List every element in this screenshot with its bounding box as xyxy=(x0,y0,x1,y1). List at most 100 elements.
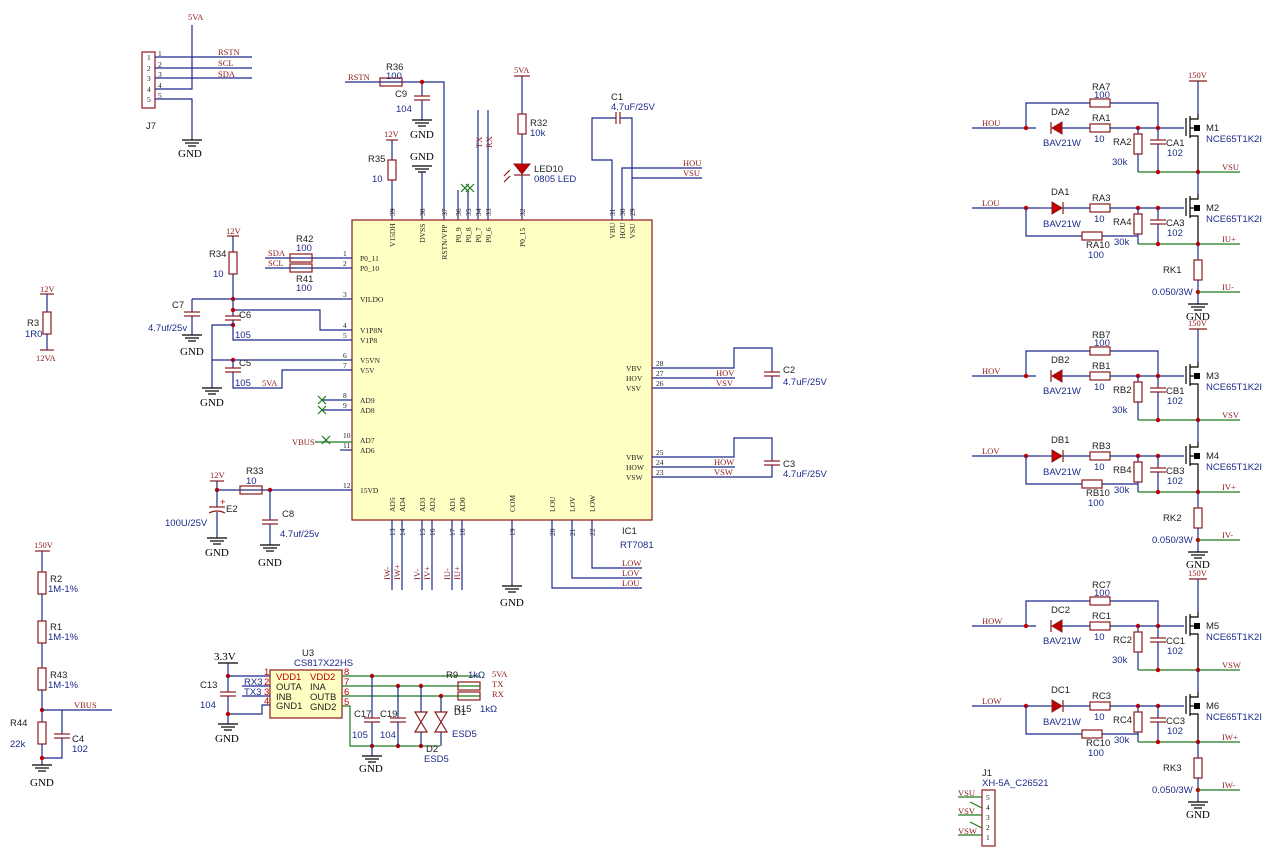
bridge-w-mos-hi-part: NCE65T1K2I xyxy=(1206,632,1262,643)
bridge-v-r-hi-top-ref: RB7 xyxy=(1092,330,1110,341)
ic1-pin-26-name: VSV xyxy=(626,384,642,393)
c9-val: 104 xyxy=(396,104,412,115)
15vd-supply: 12V R33 10 + GND E2 100U/25V GND C8 4.7u… xyxy=(165,466,352,569)
bridge-w-c-hi-ref: CC1 xyxy=(1166,636,1185,647)
ic1-pin-13-name: AD5 xyxy=(388,497,397,512)
c5-gnd-label: GND xyxy=(200,397,224,409)
ic1-pin-4-num: 4 xyxy=(343,321,347,330)
u3-pin-4-name: GND1 xyxy=(276,701,302,712)
j1-pin-3: 3 xyxy=(986,813,990,822)
u3-gnd-left-label: GND xyxy=(215,733,239,745)
c19-val: 104 xyxy=(380,730,396,741)
bridge-u-d-hi-val: BAV21W xyxy=(1043,138,1081,149)
c17-ref: C17 xyxy=(354,709,371,720)
c2-ref: C2 xyxy=(783,365,795,376)
r9-val: 1kΩ xyxy=(468,670,485,681)
u3-pin-3-name: INB xyxy=(276,692,292,703)
bridge-u-mid-label: VSU xyxy=(1222,162,1239,172)
j7-pin-4: 4 xyxy=(147,85,151,94)
c7-ref: C7 xyxy=(172,300,184,311)
bridge-w-mid-label: VSW xyxy=(1222,660,1241,670)
r35-ref: R35 xyxy=(368,154,385,165)
ic1-pin-12-num: 12 xyxy=(343,481,351,490)
bridge-u-c-lo-val: 102 xyxy=(1167,228,1183,239)
rstn-net-label: RSTN xyxy=(348,72,370,82)
c6-ref: C6 xyxy=(239,310,251,321)
r43-ref: R43 xyxy=(50,670,67,681)
bridge-v-c-hi-ref: CB1 xyxy=(1166,386,1184,397)
iv-plus-label: IV+ xyxy=(422,566,432,580)
r3-ref: R3 xyxy=(27,318,39,329)
ad7-vbus-label: VBUS xyxy=(292,437,315,447)
low-out-label: LOW xyxy=(622,558,641,568)
lou-out-label: LOU xyxy=(622,578,639,588)
bridge-v-in-hi-label: HOV xyxy=(982,366,1001,376)
bridge-w-r-hi-ref: RC1 xyxy=(1092,611,1111,622)
r35-val: 10 xyxy=(372,174,383,185)
j7-pin-2: 2 xyxy=(147,64,151,73)
j7-pin-3: 3 xyxy=(147,74,151,83)
bridge-w-i-minus-label: IW- xyxy=(1222,780,1235,790)
c8-val: 4.7uf/25v xyxy=(280,529,319,540)
r43-val: 1M-1% xyxy=(48,680,79,691)
r3-resistor: 12V 12VA R3 1R0 xyxy=(25,284,57,363)
ic1-pin-31-name: VBU xyxy=(608,222,617,238)
ic1-pin-37-name: RSTN/VPP xyxy=(440,225,449,260)
ic1-part: RT7081 xyxy=(620,540,654,551)
r35-resistor: 12V R35 10 xyxy=(368,129,400,220)
bridge-u-r-lo-gs-val: 30k xyxy=(1114,237,1130,248)
r42-val: 100 xyxy=(296,243,312,254)
bridge-w-r-hi-val: 10 xyxy=(1094,632,1105,643)
ic1-pin-6-name: V5VN xyxy=(360,356,381,365)
ic1-pin-28-num: 28 xyxy=(656,359,664,368)
bridge-u-c-hi-val: 102 xyxy=(1167,148,1183,159)
c2-val: 4.7uF/25V xyxy=(783,377,827,388)
r1-val: 1M-1% xyxy=(48,632,79,643)
bridge-u-mos-hi-ref: M1 xyxy=(1206,123,1219,134)
hou-out-label: HOU xyxy=(683,158,701,168)
vsv-out-label: VSV xyxy=(716,378,734,388)
j1-pin-2: 2 xyxy=(986,823,990,832)
ic1-pin-12-name: 15VD xyxy=(360,486,379,495)
vbus-divider: 150V GND VBUS R2 1M-1% R1 1M-1% R43 1M-1… xyxy=(10,540,112,789)
ic1-pin-39-name: V15DH xyxy=(388,223,397,247)
hov-out-label: HOV xyxy=(716,368,735,378)
bridge-w-i-plus-label: IW+ xyxy=(1222,732,1238,742)
bridge-u-i-plus-label: IU+ xyxy=(1222,234,1236,244)
j7-pin-1-outer: 1 xyxy=(158,49,162,58)
u3-gnd-right-label: GND xyxy=(359,763,383,775)
bridge-w-r-lo-ref: RC3 xyxy=(1092,691,1111,702)
r41-scl-label: SCL xyxy=(268,258,284,268)
u3-pin-6-name: OUTB xyxy=(310,692,336,703)
bridge-v-gnd-label: GND xyxy=(1186,559,1210,571)
bridge-u-rk-val: 0.050/3W xyxy=(1152,287,1193,298)
how-out-label: HOW xyxy=(714,457,734,467)
bridge-w-d-hi-val: BAV21W xyxy=(1043,636,1081,647)
u3-pin-5-num: 5 xyxy=(344,697,349,708)
bridge-u-mos-lo-ref: M2 xyxy=(1206,203,1219,214)
r42-sda-label: SDA xyxy=(268,248,286,258)
ic1-pin-39-num: 39 xyxy=(388,208,397,216)
u3-pin-5-name: GND2 xyxy=(310,702,336,713)
d2-ref: D2 xyxy=(426,744,438,755)
u3-pin-2-num: 2 xyxy=(264,677,269,688)
ic1-pin-5-num: 5 xyxy=(343,331,347,340)
bridge-w-d-lo-val: BAV21W xyxy=(1043,717,1081,728)
u3-pin-7-name: INA xyxy=(310,682,327,693)
ic1-pin-38-name: DVSS xyxy=(418,224,427,243)
bridge-v-r-hi-top-val: 100 xyxy=(1094,338,1110,349)
bridge-w-r-lo-gs-val: 30k xyxy=(1114,735,1130,746)
bridge-u-gnd-label: GND xyxy=(1186,311,1210,323)
bridge-v-in-lo-label: LOV xyxy=(982,446,1000,456)
j1-pin-1: 1 xyxy=(986,833,990,842)
ic1-pin-1-num: 1 xyxy=(343,249,347,258)
led10-branch: 5VA R32 10k LED10 0805 LED xyxy=(503,65,576,220)
c5-ref: C5 xyxy=(239,358,251,369)
ic1-pin-5-name: V1P8 xyxy=(360,336,377,345)
ic1-pin-3-name: VILDO xyxy=(360,295,384,304)
r34-ref: R34 xyxy=(209,249,226,260)
